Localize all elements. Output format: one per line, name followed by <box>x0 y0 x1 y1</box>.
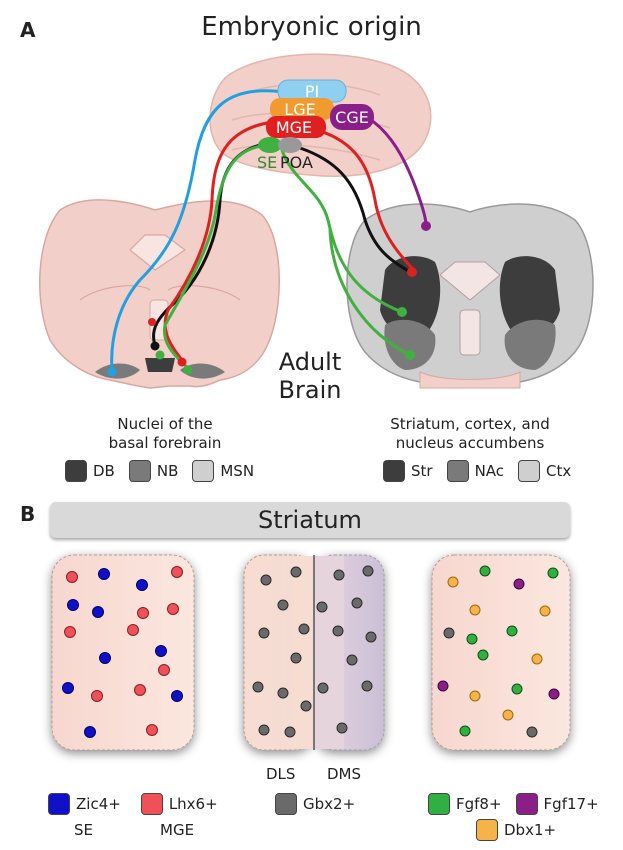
nb-legend-label: NB <box>156 462 179 480</box>
ctx-swatch <box>518 460 541 482</box>
right-adult-brain <box>346 203 594 389</box>
left-adult-brain <box>39 199 280 389</box>
poa-path-right <box>298 146 412 274</box>
lhx6-sub: MGE <box>160 821 195 839</box>
striatum-banner: Striatum <box>50 502 570 538</box>
mge-region <box>266 116 326 138</box>
legend-item-str: Str <box>383 460 433 482</box>
left-caption-line-1: Nuclei of the <box>117 415 213 433</box>
str-region-left <box>380 256 441 337</box>
nac-region-left <box>384 319 436 370</box>
legend-item-ctx: Ctx <box>518 460 571 482</box>
se-label: SE <box>257 153 277 172</box>
msn-swatch <box>192 460 215 482</box>
left-caption-line-2: basal forebrain <box>108 434 222 452</box>
zic4-swatch <box>48 793 70 815</box>
str-swatch <box>383 460 405 482</box>
right-caption-line-1: Striatum, cortex, and <box>390 415 550 433</box>
lge-region <box>270 98 334 120</box>
lhx6-swatch <box>140 793 163 815</box>
panel-a-diagram: PI LGE MGE CGE SE POA Adult Brain <box>39 53 594 404</box>
panel-a-letter: A <box>20 18 36 42</box>
db-swatch <box>65 460 87 482</box>
poa-label: POA <box>280 153 313 172</box>
path-endpoints <box>107 221 431 377</box>
box-zic4-lhx6 <box>51 554 195 751</box>
legend-box3: Fgf8+ Fgf17+ Dbx1+ <box>428 793 599 841</box>
dls-label: DLS <box>266 765 296 783</box>
db-legend-label: DB <box>93 462 115 480</box>
poa-region <box>278 137 302 153</box>
panel-b-diagram <box>51 554 571 751</box>
right-caption-line-2: nucleus accumbens <box>395 434 545 452</box>
migration-paths <box>110 89 428 372</box>
cge-label: CGE <box>335 108 369 127</box>
adult-label-1: Adult <box>279 348 342 376</box>
nac-swatch <box>446 460 469 482</box>
legend-item-msn: MSN <box>192 460 254 482</box>
zic4-label: Zic4+ <box>76 795 121 813</box>
se-path-right-1 <box>280 148 404 314</box>
db-region <box>145 358 175 372</box>
pi-path <box>110 89 287 372</box>
fgf8-swatch <box>428 793 450 815</box>
pi-label: PI <box>305 82 319 101</box>
gbx2-swatch <box>275 793 297 815</box>
dms-label: DMS <box>327 765 362 783</box>
zic4-sub: SE <box>74 821 93 839</box>
panel-a-title: Embryonic origin <box>201 12 422 42</box>
legend-item-nac: NAc <box>446 460 505 482</box>
fgf17-swatch <box>515 793 538 815</box>
se-path-left <box>162 143 270 370</box>
str-legend-label: Str <box>411 462 433 480</box>
nac-legend-label: NAc <box>474 462 505 480</box>
ctx-legend-label: Ctx <box>546 462 572 480</box>
box-fgf-dbx1 <box>431 554 571 751</box>
nac-region-right <box>504 319 556 370</box>
adult-label-2: Brain <box>279 376 342 404</box>
legend-item-db: DB <box>65 460 115 482</box>
nb-swatch <box>128 460 151 482</box>
dbx1-swatch <box>476 819 498 841</box>
fgf17-label: Fgf17+ <box>543 795 599 813</box>
dbx1-label: Dbx1+ <box>504 821 557 839</box>
cge-path <box>366 116 428 227</box>
cge-region <box>330 104 374 130</box>
right-legend: Str NAc Ctx <box>383 460 585 482</box>
lhx6-label: Lhx6+ <box>168 795 218 813</box>
msn-legend-label: MSN <box>220 462 255 480</box>
legend-box2: Gbx2+ <box>275 793 355 815</box>
right-caption: Striatum, cortex, and nucleus accumbens <box>360 415 580 453</box>
fgf8-label: Fgf8+ <box>456 795 502 813</box>
left-legend: DB NB MSN <box>65 460 268 482</box>
embryonic-regions: PI LGE MGE CGE SE POA <box>257 79 374 172</box>
lge-label: LGE <box>284 100 315 119</box>
legend-box1: Zic4+ Lhx6+ SE MGE <box>48 793 218 839</box>
se-path-right-2 <box>328 228 412 357</box>
str-region-right <box>499 256 560 337</box>
mge-label: MGE <box>276 118 312 137</box>
box-gbx2 <box>243 554 385 751</box>
left-caption: Nuclei of the basal forebrain <box>60 415 270 453</box>
legend-item-nb: NB <box>128 460 179 482</box>
panel-b-letter: B <box>20 502 36 526</box>
gbx2-label: Gbx2+ <box>303 795 356 813</box>
nb-region-left <box>95 363 140 379</box>
mge-path-right <box>308 126 414 270</box>
se-region <box>258 137 282 153</box>
